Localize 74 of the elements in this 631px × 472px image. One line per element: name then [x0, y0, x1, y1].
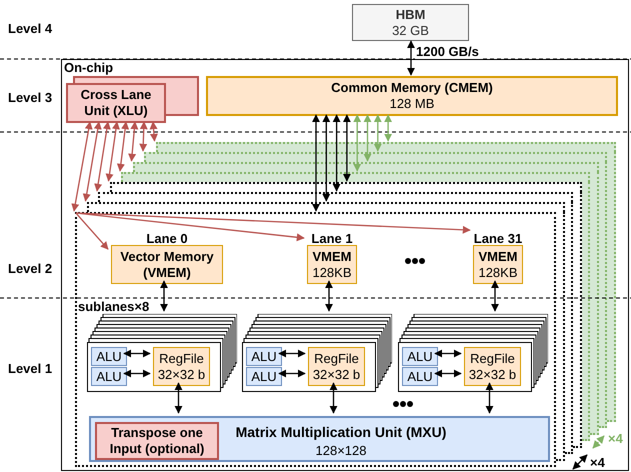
- arrow: [150, 121, 158, 142]
- arrow: [160, 280, 168, 312]
- sublane-stack: [87, 314, 237, 392]
- memory-block: HBM 32 GB: [352, 4, 469, 41]
- arrow: [322, 114, 330, 202]
- arrow: [491, 280, 499, 312]
- sublane-stack: [242, 314, 392, 392]
- chip-boundary: [61, 59, 629, 471]
- core-frame: [156, 142, 616, 152]
- core-frame: [132, 162, 598, 172]
- arrow: [174, 382, 182, 414]
- alu-block: ALU: [402, 347, 438, 366]
- sublane-stack: [398, 314, 548, 392]
- arrow: [364, 114, 372, 162]
- arrow: [407, 40, 415, 76]
- core-frame: [75, 212, 556, 467]
- arrow: [434, 370, 462, 378]
- section-title: On-chip: [64, 60, 114, 76]
- arrow: [76, 212, 471, 234]
- register-file-block: RegFile 32×32 b: [308, 347, 365, 386]
- arrow: [82, 121, 102, 202]
- level-label: Level 4: [8, 21, 52, 36]
- alu-block: ALU: [246, 367, 282, 386]
- level-label: Level 2: [8, 261, 52, 276]
- arrow: [325, 280, 333, 312]
- arrow: [486, 382, 494, 414]
- lane-label: Lane 1: [310, 231, 354, 247]
- arrow: [278, 370, 306, 378]
- arrow: [128, 121, 138, 162]
- memory-block: VMEM 128KB: [307, 245, 357, 284]
- edge-label: 1200 GB/s: [415, 44, 480, 59]
- arrow: [71, 121, 93, 212]
- annotation-label: sublanes×8: [78, 299, 150, 314]
- arrow: [312, 114, 320, 212]
- arrow: [353, 114, 362, 172]
- core-frame: [86, 202, 564, 212]
- alu-block: ALU: [402, 367, 438, 386]
- register-file-block: RegFile 32×32 b: [153, 347, 210, 386]
- arrow: [116, 121, 130, 172]
- multiplier-label: ×4: [590, 455, 605, 470]
- arrow: [342, 114, 351, 182]
- transpose-block: Transpose one Input (optional): [95, 422, 219, 460]
- unit-title: Matrix Multiplication Unit (MXU): [234, 424, 448, 441]
- lane-label: Lane 31: [472, 231, 524, 247]
- alu-block: ALU: [91, 367, 127, 386]
- alu-block: ALU: [246, 347, 282, 366]
- arrow: [278, 350, 306, 358]
- arrow: [75, 212, 109, 250]
- arrow: [139, 121, 148, 152]
- level-label: Level 1: [8, 361, 52, 376]
- alu-block: ALU: [91, 347, 127, 366]
- mxu-block: [89, 416, 550, 462]
- arrow: [330, 382, 338, 414]
- arrow: [123, 370, 151, 378]
- core-frame: [121, 172, 590, 182]
- arrow: [106, 121, 120, 182]
- multiplier-label: ×4: [608, 431, 623, 446]
- core-frame: [98, 192, 573, 202]
- level-label: Level 3: [8, 90, 52, 105]
- arrow: [374, 114, 382, 152]
- memory-block: Common Memory (CMEM) 128 MB: [206, 76, 618, 116]
- memory-block: VMEM 128KB: [473, 245, 523, 284]
- arrow: [123, 350, 151, 358]
- arrow: [76, 212, 305, 242]
- arrow: [434, 350, 462, 358]
- arrow: [384, 114, 392, 142]
- arrow: [332, 114, 341, 192]
- core-frame: [110, 182, 582, 192]
- arrow: [94, 121, 111, 192]
- unit-size: 128×128: [314, 442, 368, 458]
- register-file-block: RegFile 32×32 b: [464, 347, 521, 386]
- memory-block: Vector Memory (VMEM): [111, 245, 223, 284]
- core-frame: [144, 152, 607, 162]
- lane-label: Lane 0: [145, 231, 189, 247]
